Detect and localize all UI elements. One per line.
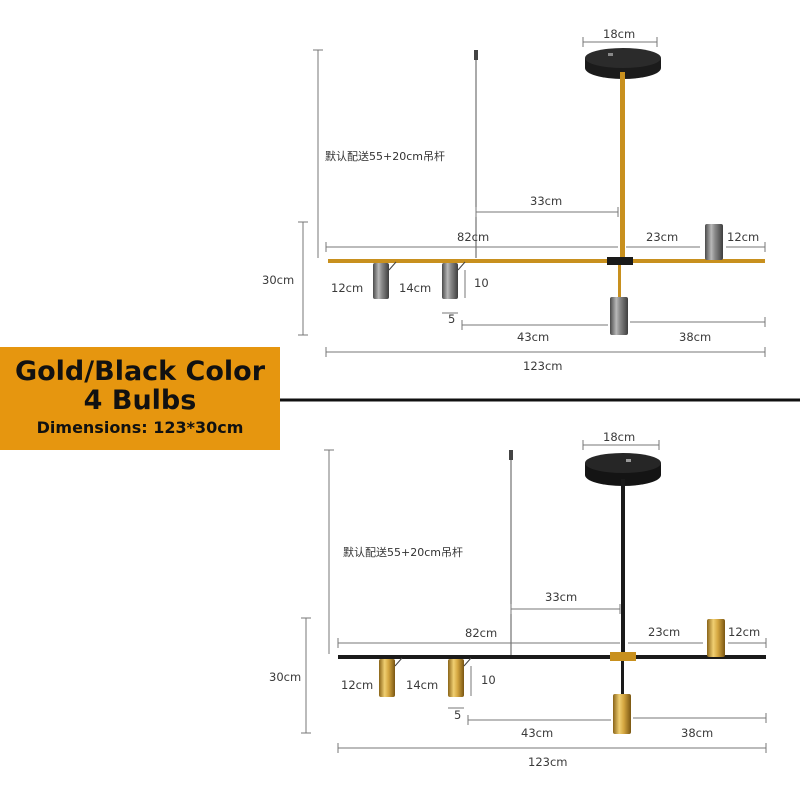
dim-total: 123cm — [523, 359, 562, 373]
product-title: Gold/Black Color — [14, 356, 266, 387]
dim-right-span: 23cm — [648, 625, 680, 639]
dim-drop: 10 — [474, 276, 489, 290]
shade-1 — [373, 263, 389, 299]
main-bar — [338, 655, 766, 659]
suspension-rod — [620, 72, 625, 260]
bulb-count: 4 Bulbs — [83, 385, 197, 416]
dim-canopy: 18cm — [603, 430, 635, 444]
dim-left-span: 82cm — [457, 230, 489, 244]
dim-left-span: 82cm — [465, 626, 497, 640]
dim-total: 123cm — [528, 755, 567, 769]
product-label: Gold/Black Color 4 Bulbs Dimensions: 123… — [0, 347, 280, 450]
ceiling-canopy — [585, 48, 661, 79]
dim-right-span: 23cm — [646, 230, 678, 244]
bar-connector — [610, 652, 636, 661]
rod-note: 默认配送55+20cm吊杆 — [343, 545, 463, 559]
dim-lower-left: 43cm — [517, 330, 549, 344]
dim-shade-height: 12cm — [728, 625, 760, 639]
shade-2 — [442, 263, 458, 299]
dim-offset: 33cm — [530, 194, 562, 208]
suspension-rod — [621, 479, 625, 654]
shade-1 — [379, 659, 395, 697]
dim-offset: 33cm — [545, 590, 577, 604]
dim-lower-right: 38cm — [681, 726, 713, 740]
product-dimensions: Dimensions: 123*30cm — [36, 418, 244, 437]
ceiling-canopy — [585, 453, 661, 486]
shade-3 — [610, 297, 628, 335]
dimension-lines — [298, 37, 766, 357]
dim-spacing: 14cm — [406, 678, 438, 692]
dim-shade-a: 12cm — [331, 281, 363, 295]
dim-height: 30cm — [262, 273, 294, 287]
dim-gap: 5 — [448, 312, 455, 326]
dim-drop: 10 — [481, 673, 496, 687]
dimension-lines — [301, 440, 767, 753]
dim-shade-a: 12cm — [341, 678, 373, 692]
shade-3 — [613, 694, 631, 734]
dim-canopy: 18cm — [603, 27, 635, 41]
dim-gap: 5 — [454, 708, 461, 722]
diagram-bottom: 18cm 默认配送55+20cm吊杆 33cm 82cm 23cm 12cm 3… — [269, 430, 767, 769]
rod-note: 默认配送55+20cm吊杆 — [325, 149, 445, 163]
bar-connector — [607, 257, 633, 265]
dim-lower-left: 43cm — [521, 726, 553, 740]
shade-4 — [705, 224, 723, 260]
shade-2 — [448, 659, 464, 697]
diagram-top: 18cm 默认配送55+20cm吊杆 33cm 82cm 23cm 12cm 3… — [262, 27, 766, 373]
dim-shade-height: 12cm — [727, 230, 759, 244]
main-bar — [328, 259, 765, 263]
dim-lower-right: 38cm — [679, 330, 711, 344]
dim-height: 30cm — [269, 670, 301, 684]
shade-4 — [707, 619, 725, 657]
dim-spacing: 14cm — [399, 281, 431, 295]
